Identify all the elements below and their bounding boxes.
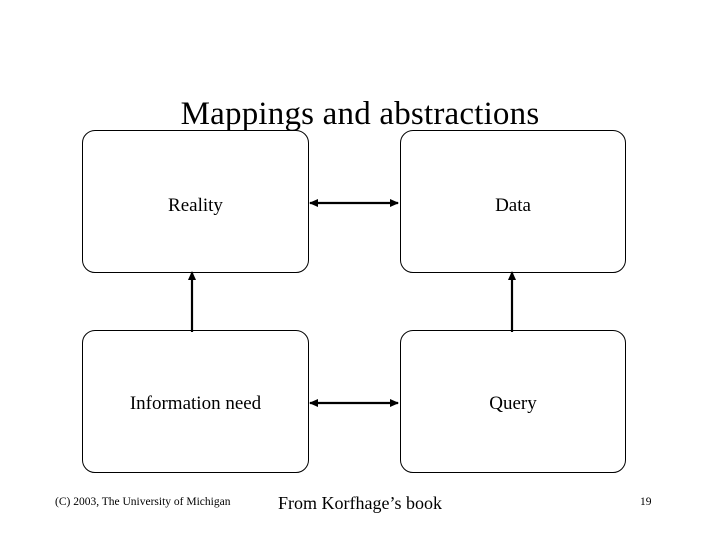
- node-label-data: Data: [495, 195, 531, 216]
- node-label-information-need: Information need: [129, 393, 262, 414]
- node-box-information-need[interactable]: [82, 330, 309, 473]
- footer-page-number: 19: [640, 496, 652, 508]
- page-title: Mappings and abstractions: [180, 96, 540, 133]
- footer-copyright: (C) 2003, The University of Michigan: [55, 496, 231, 508]
- node-label-query: Query: [489, 393, 537, 414]
- node-label-reality: Reality: [168, 195, 223, 216]
- footer-source-attribution: From Korfhage’s book: [278, 493, 442, 513]
